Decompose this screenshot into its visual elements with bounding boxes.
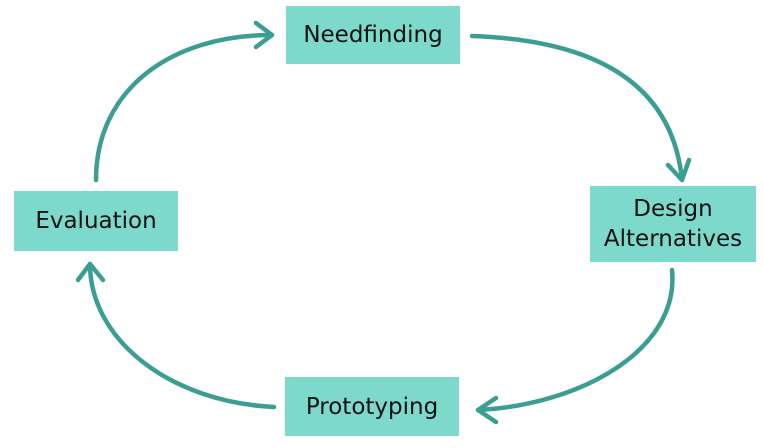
node-evaluation: Evaluation xyxy=(14,191,178,251)
node-design-alternatives-label-line1: Design xyxy=(633,196,713,222)
node-evaluation-label: Evaluation xyxy=(35,208,157,234)
arrow-evaluation-to-needfinding xyxy=(93,32,275,183)
node-prototyping: Prototyping xyxy=(285,377,459,436)
arrowhead-prototyping xyxy=(475,395,499,425)
arrow-needfinding-to-design-alternatives xyxy=(469,33,685,183)
node-prototyping-label: Prototyping xyxy=(305,393,439,420)
node-needfinding-label: Needfinding xyxy=(303,22,443,48)
arrowhead-design-alternatives xyxy=(665,157,692,183)
arrowhead-evaluation xyxy=(75,261,106,283)
node-needfinding: Needfinding xyxy=(286,6,460,64)
arrow-prototyping-to-evaluation xyxy=(87,261,277,410)
arrowhead-needfinding xyxy=(253,20,275,50)
node-design-alternatives-label-line2: Alternatives xyxy=(603,226,743,252)
node-design-alternatives: Design Alternatives xyxy=(590,186,756,262)
arrow-design-alternatives-to-prototyping xyxy=(475,267,675,413)
